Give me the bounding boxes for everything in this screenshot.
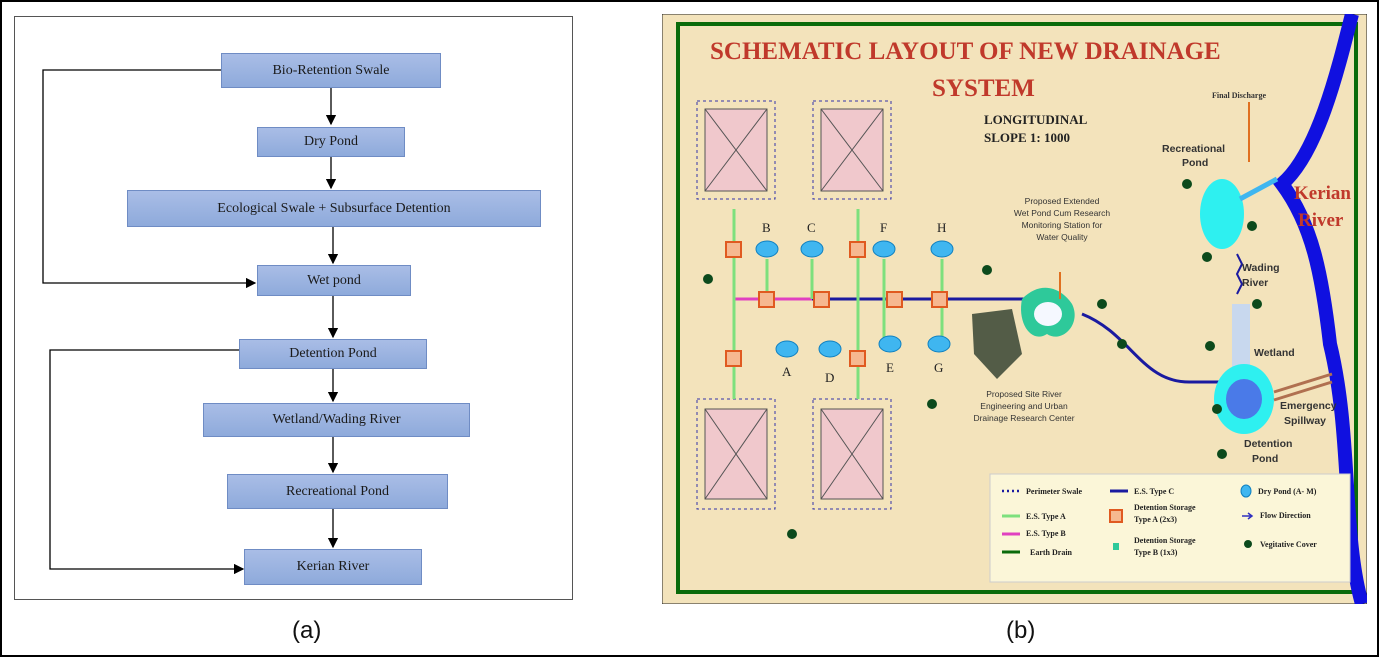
step-ecological-swale: Ecological Swale + Subsurface Detention <box>127 190 541 227</box>
legend <box>989 473 1351 583</box>
pond-label-c: C <box>807 220 816 235</box>
caption-b: (b) <box>1006 617 1036 644</box>
site-label-2: Engineering and Urban <box>980 401 1068 411</box>
emergency-spillway <box>1273 372 1333 402</box>
step-kerian-river: Kerian River <box>244 549 422 585</box>
step-recreational-pond: Recreational Pond <box>227 474 448 509</box>
es-type-c-2 <box>1081 312 1242 384</box>
wetland <box>1232 304 1250 374</box>
recreational-label-2: Pond <box>1182 157 1208 169</box>
detention-label-2: Pond <box>1252 453 1278 465</box>
final-discharge-label: Final Discharge <box>1212 91 1266 100</box>
es-type-a <box>732 209 944 399</box>
site-label-3: Drainage Research Center <box>973 413 1074 423</box>
wetland-label: Wetland <box>1254 347 1295 359</box>
spillway-label: Emergency <box>1280 400 1337 412</box>
detention-label: Detention <box>1244 438 1292 450</box>
wet-pond-label-2: Wet Pond Cum Research <box>1014 208 1110 218</box>
recreational-pond <box>1200 179 1244 249</box>
step-wetland-wading-river: Wetland/Wading River <box>203 403 470 437</box>
map-title-2: SYSTEM <box>932 75 1035 102</box>
slope-label-2: SLOPE 1: 1000 <box>984 130 1070 145</box>
wet-pond-label-4: Water Quality <box>1036 232 1088 242</box>
right-labels: Final Discharge Recreational Pond Wading… <box>1162 91 1337 465</box>
vegetative-cover <box>703 179 1262 539</box>
step-wet-pond: Wet pond <box>257 265 411 296</box>
wet-pond-center <box>1034 302 1062 326</box>
detention-pond-core <box>1226 379 1262 419</box>
wet-pond-label-1: Proposed Extended <box>1025 196 1100 206</box>
kerian-label: Kerian <box>1294 183 1351 204</box>
legend-det-a-2: Type A (2x3) <box>1134 515 1177 524</box>
legend-vegetative-cover: Vegitative Cover <box>1260 540 1317 549</box>
final-discharge-arrow <box>1238 176 1279 202</box>
pond-label-d: D <box>825 370 834 385</box>
legend-es-type-b: E.S. Type B <box>1026 529 1066 538</box>
plots <box>696 100 892 510</box>
pond-label-a: A <box>782 364 792 379</box>
pond-label-h: H <box>937 220 946 235</box>
slope-label: LONGITUDINAL <box>984 112 1088 127</box>
pond-label-e: E <box>886 360 894 375</box>
dry-ponds <box>755 240 954 358</box>
pond-letters: B C F H A D E G <box>762 220 946 385</box>
wading-label: Wading <box>1242 262 1280 274</box>
wading-river <box>1235 253 1244 295</box>
pond-label-f: F <box>880 220 887 235</box>
earth-drain-border <box>676 22 1358 594</box>
pond-label-g: G <box>934 360 943 375</box>
flowchart-connectors <box>42 69 339 575</box>
research-site <box>972 309 1022 379</box>
wet-pond-label: Proposed Extended Wet Pond Cum Research … <box>973 196 1110 423</box>
legend-det-b-2: Type B (1x3) <box>1134 548 1178 557</box>
legend-es-type-c: E.S. Type C <box>1134 487 1174 496</box>
legend-perimeter-swale: Perimeter Swale <box>1026 487 1082 496</box>
recreational-label: Recreational <box>1162 143 1225 155</box>
bypass-arrow <box>42 69 257 289</box>
legend-det-b: Detention Storage <box>1134 536 1196 545</box>
drainage-map: SCHEMATIC LAYOUT OF NEW DRAINAGE SYSTEM … <box>662 14 1367 604</box>
site-label-1: Proposed Site River <box>986 389 1062 399</box>
legend-earth-drain: Earth Drain <box>1030 548 1073 557</box>
legend-flow-direction: Flow Direction <box>1260 511 1311 520</box>
wading-label-2: River <box>1242 277 1268 289</box>
wet-pond-label-3: Monitoring Station for <box>1022 220 1103 230</box>
pond-label-b: B <box>762 220 771 235</box>
spillway-label-2: Spillway <box>1284 415 1326 427</box>
legend-det-a: Detention Storage <box>1134 503 1196 512</box>
step-detention-pond: Detention Pond <box>239 339 427 369</box>
step-dry-pond: Dry Pond <box>257 127 405 157</box>
bypass-arrow <box>49 349 245 575</box>
legend-items: Perimeter Swale E.S. Type A E.S. Type B … <box>1002 484 1317 557</box>
map-title: SCHEMATIC LAYOUT OF NEW DRAINAGE <box>710 38 1221 65</box>
detention-storage-a <box>725 241 948 367</box>
caption-a: (a) <box>292 617 322 644</box>
kerian-label-2: River <box>1298 210 1344 231</box>
flowchart-panel: Bio-Retention Swale Dry Pond Ecological … <box>14 16 573 600</box>
step-bio-retention-swale: Bio-Retention Swale <box>221 53 441 88</box>
legend-es-type-a: E.S. Type A <box>1026 512 1066 521</box>
legend-dry-pond: Dry Pond (A- M) <box>1258 487 1317 496</box>
